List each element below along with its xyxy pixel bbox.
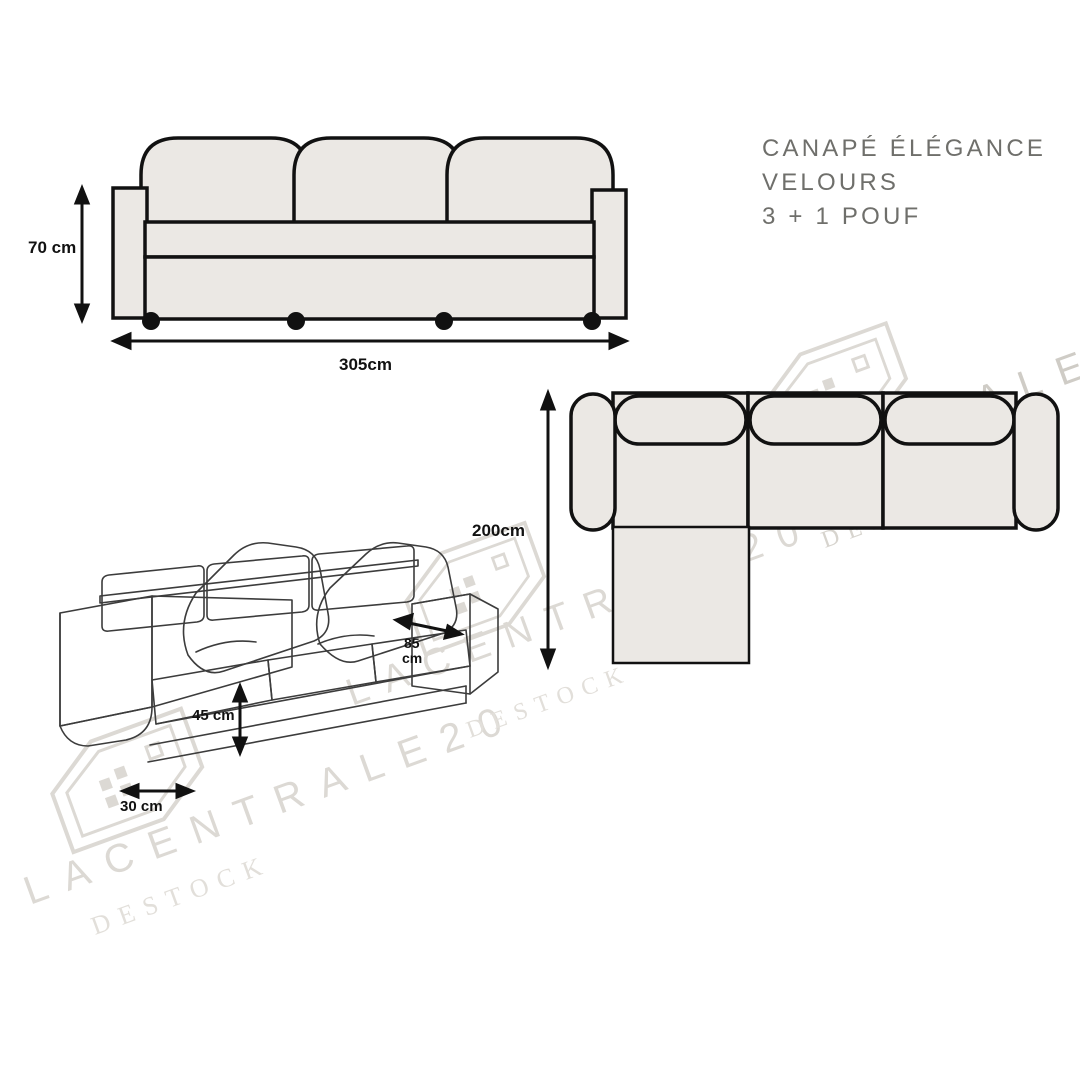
front-foot bbox=[435, 312, 453, 330]
dimension-label-arm-depth-unit: cm bbox=[402, 650, 423, 666]
dimension-label-arm-depth-value: 85 bbox=[404, 635, 420, 651]
sketch-right-arm-top bbox=[411, 593, 471, 605]
sketch-base-plinth-top bbox=[149, 685, 467, 746]
sketch-seat-front-rail bbox=[155, 665, 471, 725]
foot-height-dimension-arrow bbox=[118, 782, 197, 800]
sketch-back-rail bbox=[99, 559, 419, 604]
dimension-label-height: 70 cm bbox=[28, 238, 77, 257]
depth-dimension-arrow bbox=[539, 388, 557, 671]
front-base-panel bbox=[143, 255, 596, 321]
width-dimension-arrow bbox=[110, 331, 630, 351]
product-title-line-3: 3 + 1 POUF bbox=[762, 203, 922, 230]
sketch-seat-cushion-center bbox=[267, 643, 377, 701]
sketch-back-panel-right bbox=[311, 545, 415, 611]
sketch-pillow-left-crease bbox=[195, 640, 257, 653]
front-foot bbox=[583, 312, 601, 330]
height-dimension-arrow bbox=[73, 183, 91, 325]
dimension-label-depth: 200cm bbox=[472, 521, 525, 540]
dimension-label-seat-height: 45 cm bbox=[192, 707, 235, 724]
dimension-label-foot-height: 30 cm bbox=[120, 798, 163, 815]
plan-back-cushion-center bbox=[748, 394, 883, 446]
sketch-back-panel-center bbox=[206, 555, 310, 621]
front-foot bbox=[142, 312, 160, 330]
sketch-left-arm-base bbox=[59, 706, 153, 747]
sketch-base-plinth-bottom bbox=[147, 702, 467, 763]
product-title-line-2: VELOURS bbox=[762, 169, 900, 196]
sketch-pillow-right bbox=[315, 541, 458, 663]
plan-armrest-left bbox=[569, 392, 617, 532]
sketch-back-panel-left bbox=[101, 565, 205, 632]
arm-depth-dimension-arrow bbox=[392, 612, 465, 641]
front-foot bbox=[287, 312, 305, 330]
dimension-label-width: 305cm bbox=[339, 355, 392, 374]
seat-height-dimension-arrow bbox=[231, 681, 249, 758]
product-title: CANAPÉ ÉLÉGANCE VELOURS 3 + 1 POUF bbox=[762, 132, 1062, 234]
sketch-pillow-right-crease bbox=[317, 634, 375, 645]
sketch-pillow-left bbox=[182, 541, 330, 674]
sketch-left-arm-front-face bbox=[59, 595, 153, 727]
plan-armrest-right bbox=[1012, 392, 1060, 532]
product-title-line-1: CANAPÉ ÉLÉGANCE bbox=[762, 135, 1047, 162]
plan-pouf-module bbox=[611, 525, 751, 665]
sketch-right-arm bbox=[411, 593, 499, 695]
front-feet-group bbox=[142, 312, 601, 330]
